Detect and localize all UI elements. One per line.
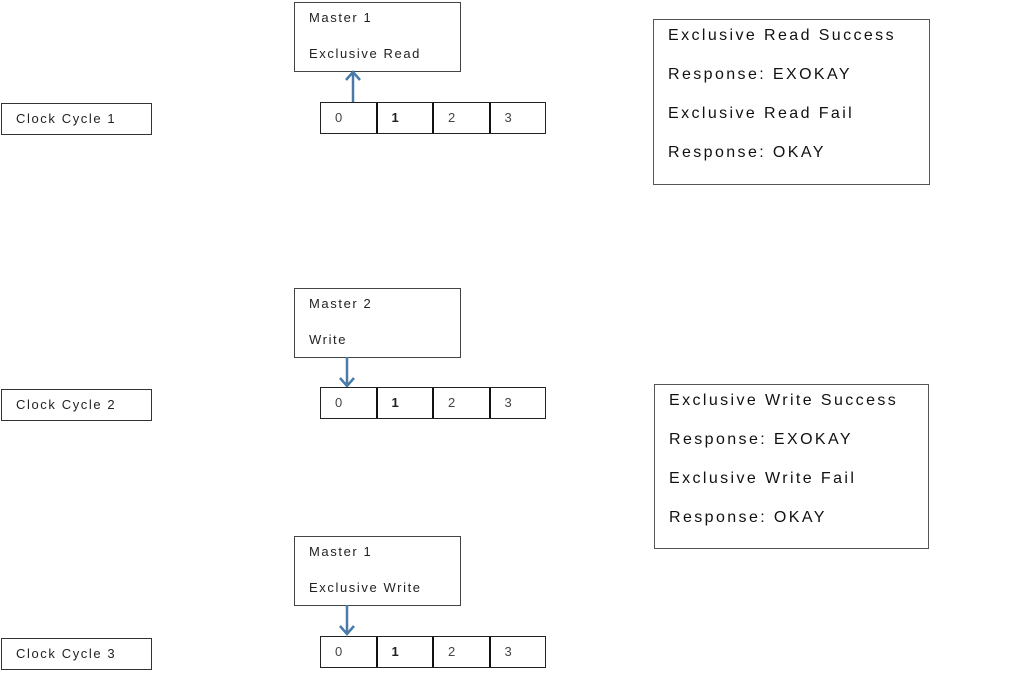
master-box-cycle-1: Master 1 Exclusive Read [294,2,461,72]
response-line: Exclusive Write Success [669,392,899,409]
memory-cell-0: 0 [335,110,343,125]
master-operation: Exclusive Read [309,46,421,61]
memory-cell-2: 2 [432,637,489,667]
response-line: Exclusive Read Fail [668,105,855,122]
memory-cell-1: 1 [375,388,433,418]
clock-label-text: Clock Cycle 2 [16,397,117,412]
exclusive-write-response-box: Exclusive Write Success Response: EXOKAY… [654,384,929,549]
response-line: Response: OKAY [669,509,827,526]
memory-cell-2: 2 [432,103,489,133]
exclusive-read-response-box: Exclusive Read Success Response: EXOKAY … [653,19,930,185]
memory-cell-0: 0 [335,644,343,659]
memory-cell-2: 2 [432,388,489,418]
master-box-cycle-3: Master 1 Exclusive Write [294,536,461,606]
memory-cell-1: 1 [375,103,433,133]
clock-cycle-2-label: Clock Cycle 2 [1,389,152,421]
master-name: Master 1 [309,10,373,25]
arrow-up-icon [345,70,361,103]
memory-cell-0: 0 [335,395,343,410]
master-operation: Exclusive Write [309,580,422,595]
memory-cell-3: 3 [488,637,546,667]
clock-cycle-3-label: Clock Cycle 3 [1,638,152,670]
master-operation: Write [309,332,348,347]
clock-cycle-1-label: Clock Cycle 1 [1,103,152,135]
memory-cell-1: 1 [375,637,433,667]
memory-array-cycle-1: 0 1 2 3 [320,102,546,134]
memory-cell-3: 3 [488,103,546,133]
response-line: Response: OKAY [668,144,826,161]
response-line: Exclusive Write Fail [669,470,857,487]
clock-label-text: Clock Cycle 1 [16,111,117,126]
clock-label-text: Clock Cycle 3 [16,646,117,661]
arrow-down-icon [339,605,355,636]
memory-array-cycle-3: 0 1 2 3 [320,636,546,668]
master-name: Master 1 [309,544,373,559]
response-line: Response: EXOKAY [669,431,853,448]
memory-array-cycle-2: 0 1 2 3 [320,387,546,419]
master-name: Master 2 [309,296,373,311]
master-box-cycle-2: Master 2 Write [294,288,461,358]
arrow-down-icon [339,357,355,388]
response-line: Exclusive Read Success [668,27,896,44]
response-line: Response: EXOKAY [668,66,852,83]
memory-cell-3: 3 [488,388,546,418]
